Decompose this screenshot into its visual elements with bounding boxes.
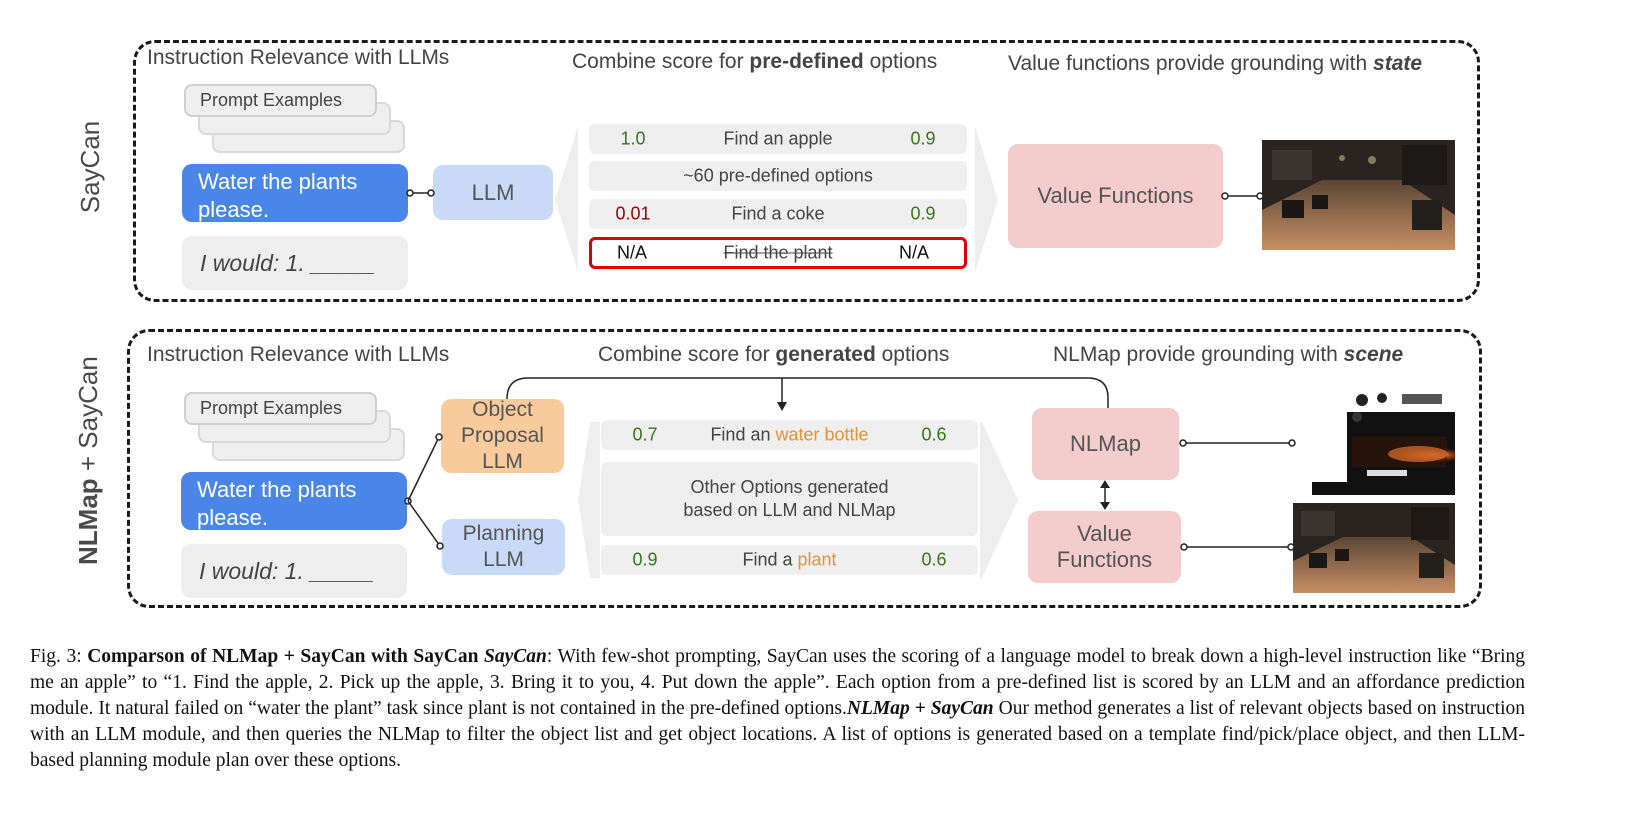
scene-map-icon	[1312, 392, 1455, 495]
nlmap-box: NLMap	[1032, 408, 1179, 480]
nlmap-option-value-score: 0.6	[921, 424, 947, 445]
nlmap-option-label-pre: Find an	[710, 424, 776, 445]
saycan-header-left: Instruction Relevance with LLMs	[147, 46, 450, 69]
nlmap-instruction: Water the plants please.	[181, 472, 407, 530]
caption-title: Comparson of NLMap + SayCan with SayCan	[87, 646, 485, 667]
caption-saycan-label: SayCan	[484, 646, 547, 667]
saycan-header-mid-bold: pre-defined	[749, 50, 864, 73]
figure-caption: Fig. 3: Comparson of NLMap + SayCan with…	[30, 644, 1525, 774]
saycan-failed-llm-score: N/A	[616, 242, 647, 263]
saycan-option-row: 0.01 Find a coke 0.9	[589, 199, 967, 229]
nlmap-header-right-pre: NLMap provide grounding with	[1053, 343, 1344, 366]
nlmap-scene-map	[1312, 392, 1455, 495]
nlmap-option-label-object: water bottle	[775, 424, 869, 445]
caption-text-2: Our method generates a list of relevant …	[30, 698, 1526, 771]
saycan-option-row: ~60 pre-defined options	[589, 161, 967, 191]
nlmap-option-row: 0.9 Find a plant 0.6	[601, 545, 978, 575]
nlmap-option-llm-score: 0.7	[632, 424, 658, 445]
caption-nlmap-label: NLMap + SayCan	[846, 698, 994, 719]
saycan-header-right-pre: Value functions provide grounding with	[1008, 52, 1374, 75]
saycan-header-right-bold: state	[1373, 52, 1423, 75]
nlmap-option-llm-score: 0.9	[632, 549, 658, 570]
saycan-prompt-examples: Prompt Examples	[184, 84, 377, 117]
saycan-option-label: Find a coke	[731, 203, 825, 224]
nlmap-option-label: Find an water bottle	[689, 425, 890, 446]
nlmap-panel	[127, 329, 1482, 608]
saycan-failed-value-score: N/A	[898, 242, 929, 263]
left-chevron-shape	[555, 126, 578, 272]
nlmap-option-value-score: 0.6	[921, 549, 947, 570]
nlmap-option-label: Find a plant	[689, 550, 890, 571]
nlmap-option-label: Other Options generated based on LLM and…	[683, 477, 896, 520]
saycan-option-label: ~60 pre-defined options	[683, 165, 873, 186]
saycan-i-would: I would: 1. _____	[182, 236, 408, 290]
saycan-option-llm-score: 1.0	[620, 128, 646, 149]
left-chevron-shape	[578, 422, 600, 578]
nlmap-header-left: Instruction Relevance with LLMs	[147, 343, 450, 366]
right-chevron-shape	[980, 422, 1018, 578]
object-proposal-llm: Object Proposal LLM	[441, 398, 564, 473]
saycan-option-value-score: 0.9	[910, 203, 936, 224]
saycan-header-mid-pre: Combine score for	[572, 50, 750, 73]
nlmap-header-mid-bold: generated	[775, 343, 876, 366]
nlmap-option-label-pre: Find a	[742, 549, 798, 570]
saycan-failed-option-row: N/A Find the plant N/A	[589, 237, 967, 269]
nlmap-option-row: Other Options generated based on LLM and…	[601, 462, 978, 536]
right-chevron-shape	[975, 126, 998, 272]
saycan-header-mid: Combine score for pre-defined options	[572, 50, 937, 74]
caption-text-1: : With few-shot prompting, SayCan uses t…	[30, 646, 1526, 719]
nlmap-state-image	[1293, 503, 1455, 593]
saycan-option-row: 1.0 Find an apple 0.9	[589, 124, 967, 154]
nlmap-header-right: NLMap provide grounding with scene	[1053, 343, 1403, 367]
saycan-llm-box: LLM	[433, 165, 553, 220]
nlmap-header-right-bold: scene	[1343, 343, 1404, 366]
saycan-option-llm-score: 0.01	[615, 203, 651, 224]
saycan-option-label: Find an apple	[723, 128, 833, 149]
caption-fig-number: Fig. 3:	[30, 646, 88, 667]
saycan-panel	[133, 40, 1480, 302]
saycan-instruction: Water the plants please.	[182, 164, 408, 222]
nlmap-prompt-examples: Prompt Examples	[184, 392, 377, 425]
nlmap-value-functions: Value Functions	[1028, 511, 1181, 583]
saycan-option-value-score: 0.9	[910, 128, 936, 149]
saycan-header-mid-post: options	[863, 50, 938, 73]
nlmap-header-mid-pre: Combine score for	[598, 343, 776, 366]
nlmap-i-would: I would: 1. _____	[181, 544, 407, 598]
office-photo-icon	[1262, 140, 1455, 250]
nlmap-option-label-object: plant	[797, 549, 837, 570]
planning-llm: Planning LLM	[442, 519, 565, 575]
saycan-value-functions: Value Functions	[1008, 144, 1223, 248]
saycan-state-image	[1262, 140, 1455, 250]
nlmap-option-row: 0.7 Find an water bottle 0.6	[601, 420, 978, 450]
saycan-header-right: Value functions provide grounding with s…	[1008, 52, 1422, 76]
saycan-failed-option-label: Find the plant	[723, 242, 833, 263]
office-photo-icon	[1293, 503, 1455, 593]
nlmap-header-mid-post: options	[875, 343, 950, 366]
nlmap-header-mid: Combine score for generated options	[598, 343, 949, 367]
